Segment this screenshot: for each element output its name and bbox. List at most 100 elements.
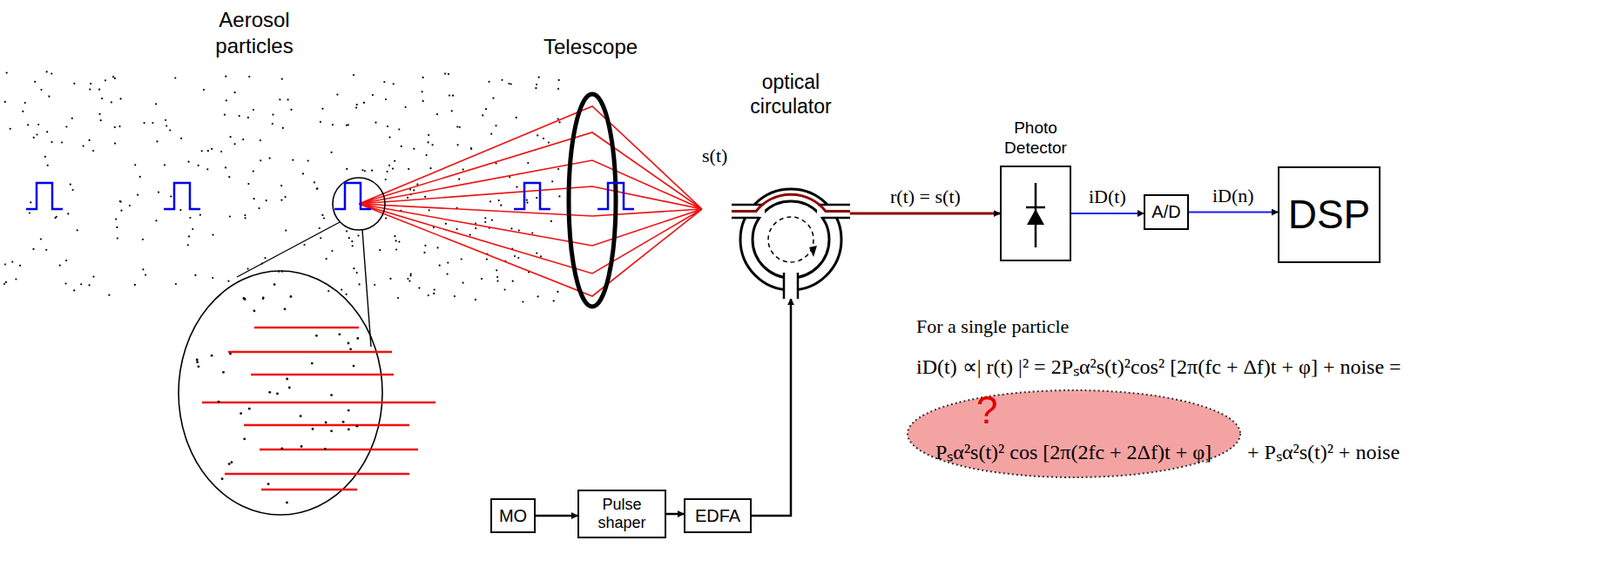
aerosol-dot [143,121,146,124]
aerosol-dot [67,212,69,215]
equation-text: iD(t) ∝| r(t) |² = 2Pₛα²s(t)²cos² [2π(fc… [916,355,1402,380]
aerosol-dot [242,138,244,141]
aerosol-dot [323,216,325,219]
aerosol-dot [115,226,118,229]
aerosol-dot [458,178,460,181]
aerosol-dot [510,82,513,85]
aerosol-dot [429,167,432,169]
aerosol-dot [437,246,439,249]
aerosol-dot [220,150,223,153]
aerosol-dot [484,216,487,219]
aerosol-dot [515,186,518,189]
aerosol-dot [330,151,333,154]
aerosol-dot [459,126,461,129]
aerosol-dot [448,94,451,97]
rotation-circle [768,216,814,263]
aerosol-dot [189,216,191,219]
aerosol-dot [352,364,356,368]
aerosol-dot [347,342,351,345]
aerosol-dot [557,168,560,170]
aerosol-dot [290,108,292,111]
aerosol-dot [99,113,102,115]
aerosol-dot [456,228,459,230]
aerosol-dot [517,256,520,259]
aerosol-dot [384,98,387,101]
aerosol-dot [110,101,113,103]
aerosol-dot [157,191,160,194]
aerosol-dot [285,501,289,505]
aerosol-dot [535,83,538,86]
aerosol-dot [290,295,293,298]
aerosol-dot [252,108,255,111]
aerosol-dot [195,360,199,364]
aerosol-dot [489,200,492,203]
aerosol-dot [278,98,281,101]
aerosol-dot [223,114,226,116]
aerosol-dot [374,121,377,124]
aerosol-dot [349,347,352,351]
aerosol-dot [556,290,559,293]
aerosol-dot [427,294,430,297]
photo-detector: Photo Detector [999,165,1072,262]
aerosol-dot [500,79,503,82]
aerosol-dot [348,236,351,239]
aerosol-dot [151,121,154,124]
aerosol-dot [116,237,119,240]
aerosol-dot [418,287,420,290]
aerosol-dot [351,240,353,243]
aerosol-dot [206,168,209,170]
aerosol-dot [310,362,314,365]
aerosol-dot [259,159,262,162]
aerosol-dot [325,257,328,260]
aerosol-dot [217,400,221,404]
aerosol-dot [388,136,391,139]
aerosol-dot [498,199,500,202]
aerosol-dot [383,81,385,83]
aerosol-dot [71,117,74,120]
aerosol-dot [247,182,250,185]
aerosol-dot [540,255,542,257]
aerosol-dot [433,289,436,291]
optical-circulator: optical circulator [731,180,851,299]
aerosol-dot [536,134,539,136]
aerosol-dot [515,116,518,119]
aerosol-dot [269,157,271,160]
aerosol-dot [65,259,68,262]
aerosol-dot [316,187,318,190]
aerosol-dot [243,297,246,300]
aerosol-dot [32,248,34,250]
aerosol-dot [513,255,516,257]
aerosol-dot [54,216,56,219]
aerosol-dot [428,209,431,211]
aerosol-dot [407,168,410,170]
aerosol-dots [3,70,561,303]
aerosol-dot [405,106,407,109]
aerosol-dot [50,141,53,143]
backscatter-lines [202,327,436,490]
aerosol-dot [457,143,460,146]
aerosol-dot [406,196,409,199]
aerosol-dot [331,123,334,126]
aerosol-dot [228,462,231,466]
aerosol-dot [174,76,176,79]
aerosol-dot [207,149,210,152]
aerosol-dot [248,407,251,411]
aerosol-dot [358,283,361,285]
aerosol-dot [395,248,398,250]
aerosol-dot [187,243,190,246]
aerosol-dot [393,235,396,237]
aerosol-dot [470,148,473,150]
aerosol-dot [180,137,183,140]
aerosol-dot [259,139,262,142]
aerosol-dot [462,282,465,284]
aerosol-dot [432,143,434,146]
aerosol-dot [447,73,450,75]
aerosol-dot [230,460,234,464]
aerosol-dot [487,81,490,83]
node-text: DSP [1288,191,1371,238]
aerosol-dot [33,136,35,139]
aerosol-dot [462,168,465,171]
aerosol-dot [239,411,243,415]
aerosol-dot [65,125,68,128]
aerosol-dot [452,94,454,97]
